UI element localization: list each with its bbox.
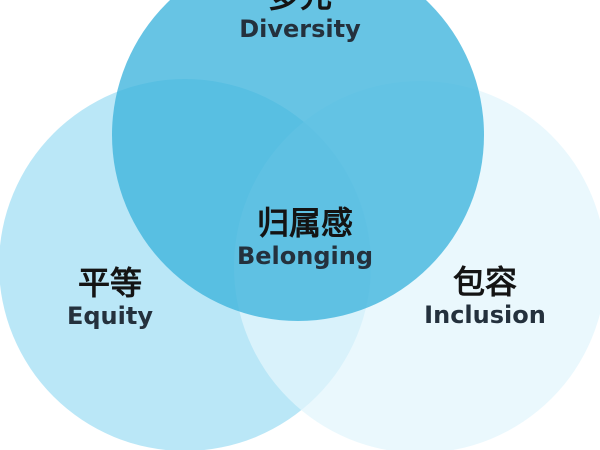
diversity-label: 多元 Diversity xyxy=(205,0,395,44)
inclusion-label: 包容 Inclusion xyxy=(400,264,570,330)
equity-label-zh: 平等 xyxy=(77,264,142,302)
diversity-circle xyxy=(112,0,484,321)
belonging-label: 归属感 Belonging xyxy=(205,205,405,271)
belonging-label-zh: 归属感 xyxy=(256,204,353,242)
diversity-label-zh: 多元 xyxy=(205,0,395,14)
inclusion-label-en: Inclusion xyxy=(424,301,546,329)
diversity-label-en: Diversity xyxy=(239,15,361,43)
belonging-label-en: Belonging xyxy=(236,242,374,270)
equity-label-en: Equity xyxy=(66,302,153,330)
inclusion-label-zh: 包容 xyxy=(452,263,517,301)
equity-label: 平等 Equity xyxy=(25,265,195,331)
